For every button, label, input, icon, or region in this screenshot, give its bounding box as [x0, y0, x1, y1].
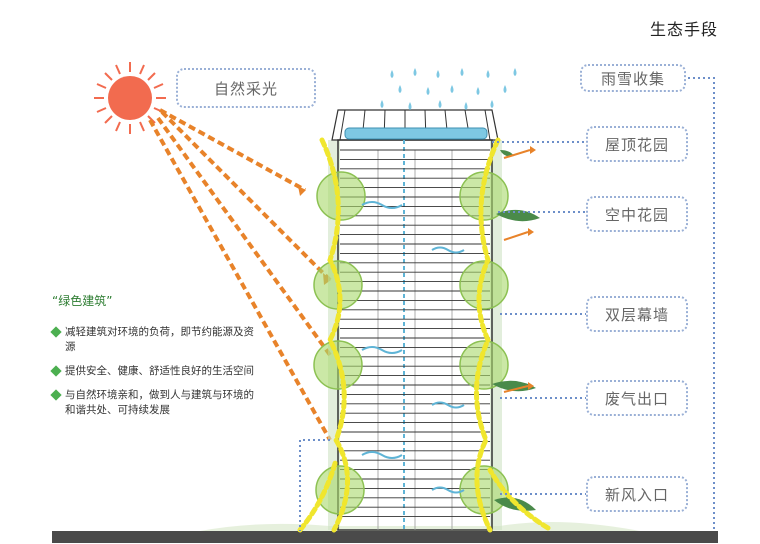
- callout-daylight: 自然采光: [176, 68, 316, 108]
- legend-item-text: 减轻建筑对环境的负荷，即节约能源及资源: [65, 326, 254, 353]
- callout-exhaust: 废气出口: [586, 380, 688, 416]
- callout-sky-garden: 空中花园: [586, 196, 688, 232]
- legend-item: 提供安全、健康、舒适性良好的生活空间: [50, 364, 262, 379]
- ground-bar: [52, 531, 718, 543]
- interior-airflow: [361, 201, 465, 494]
- diamond-bullet-icon: [50, 365, 62, 377]
- callout-rain-collection: 雨雪收集: [580, 64, 686, 92]
- legend-item: 减轻建筑对环境的负荷，即节约能源及资源: [50, 325, 262, 355]
- diamond-bullet-icon: [50, 389, 62, 401]
- sun-icon: [94, 62, 166, 134]
- callout-fresh-air: 新风入口: [586, 476, 688, 512]
- airflow-paths: [297, 137, 551, 533]
- legend-title: “绿色建筑”: [52, 294, 113, 308]
- rain-drops-icon: [380, 68, 517, 110]
- green-building-legend: “绿色建筑” 减轻建筑对环境的负荷，即节约能源及资源 提供安全、健康、舒适性良好…: [50, 292, 262, 427]
- page-title: 生态手段: [650, 20, 719, 39]
- callout-roof-garden: 屋顶花园: [586, 126, 688, 162]
- exhaust-arrowheads: [528, 146, 536, 390]
- ground-grass: [200, 522, 640, 531]
- legend-item: 与自然环境亲和，做到人与建筑与环境的和谐共处、可持续发展: [50, 388, 262, 418]
- sunlight-rays: [148, 108, 332, 441]
- legend-item-text: 与自然环境亲和，做到人与建筑与环境的和谐共处、可持续发展: [65, 389, 254, 416]
- diamond-bullet-icon: [50, 326, 62, 338]
- exhaust-arrows: [503, 149, 531, 393]
- callout-leaders: [299, 77, 715, 531]
- legend-item-text: 提供安全、健康、舒适性良好的生活空间: [65, 365, 254, 377]
- callout-double-skin: 双层幕墙: [586, 296, 688, 332]
